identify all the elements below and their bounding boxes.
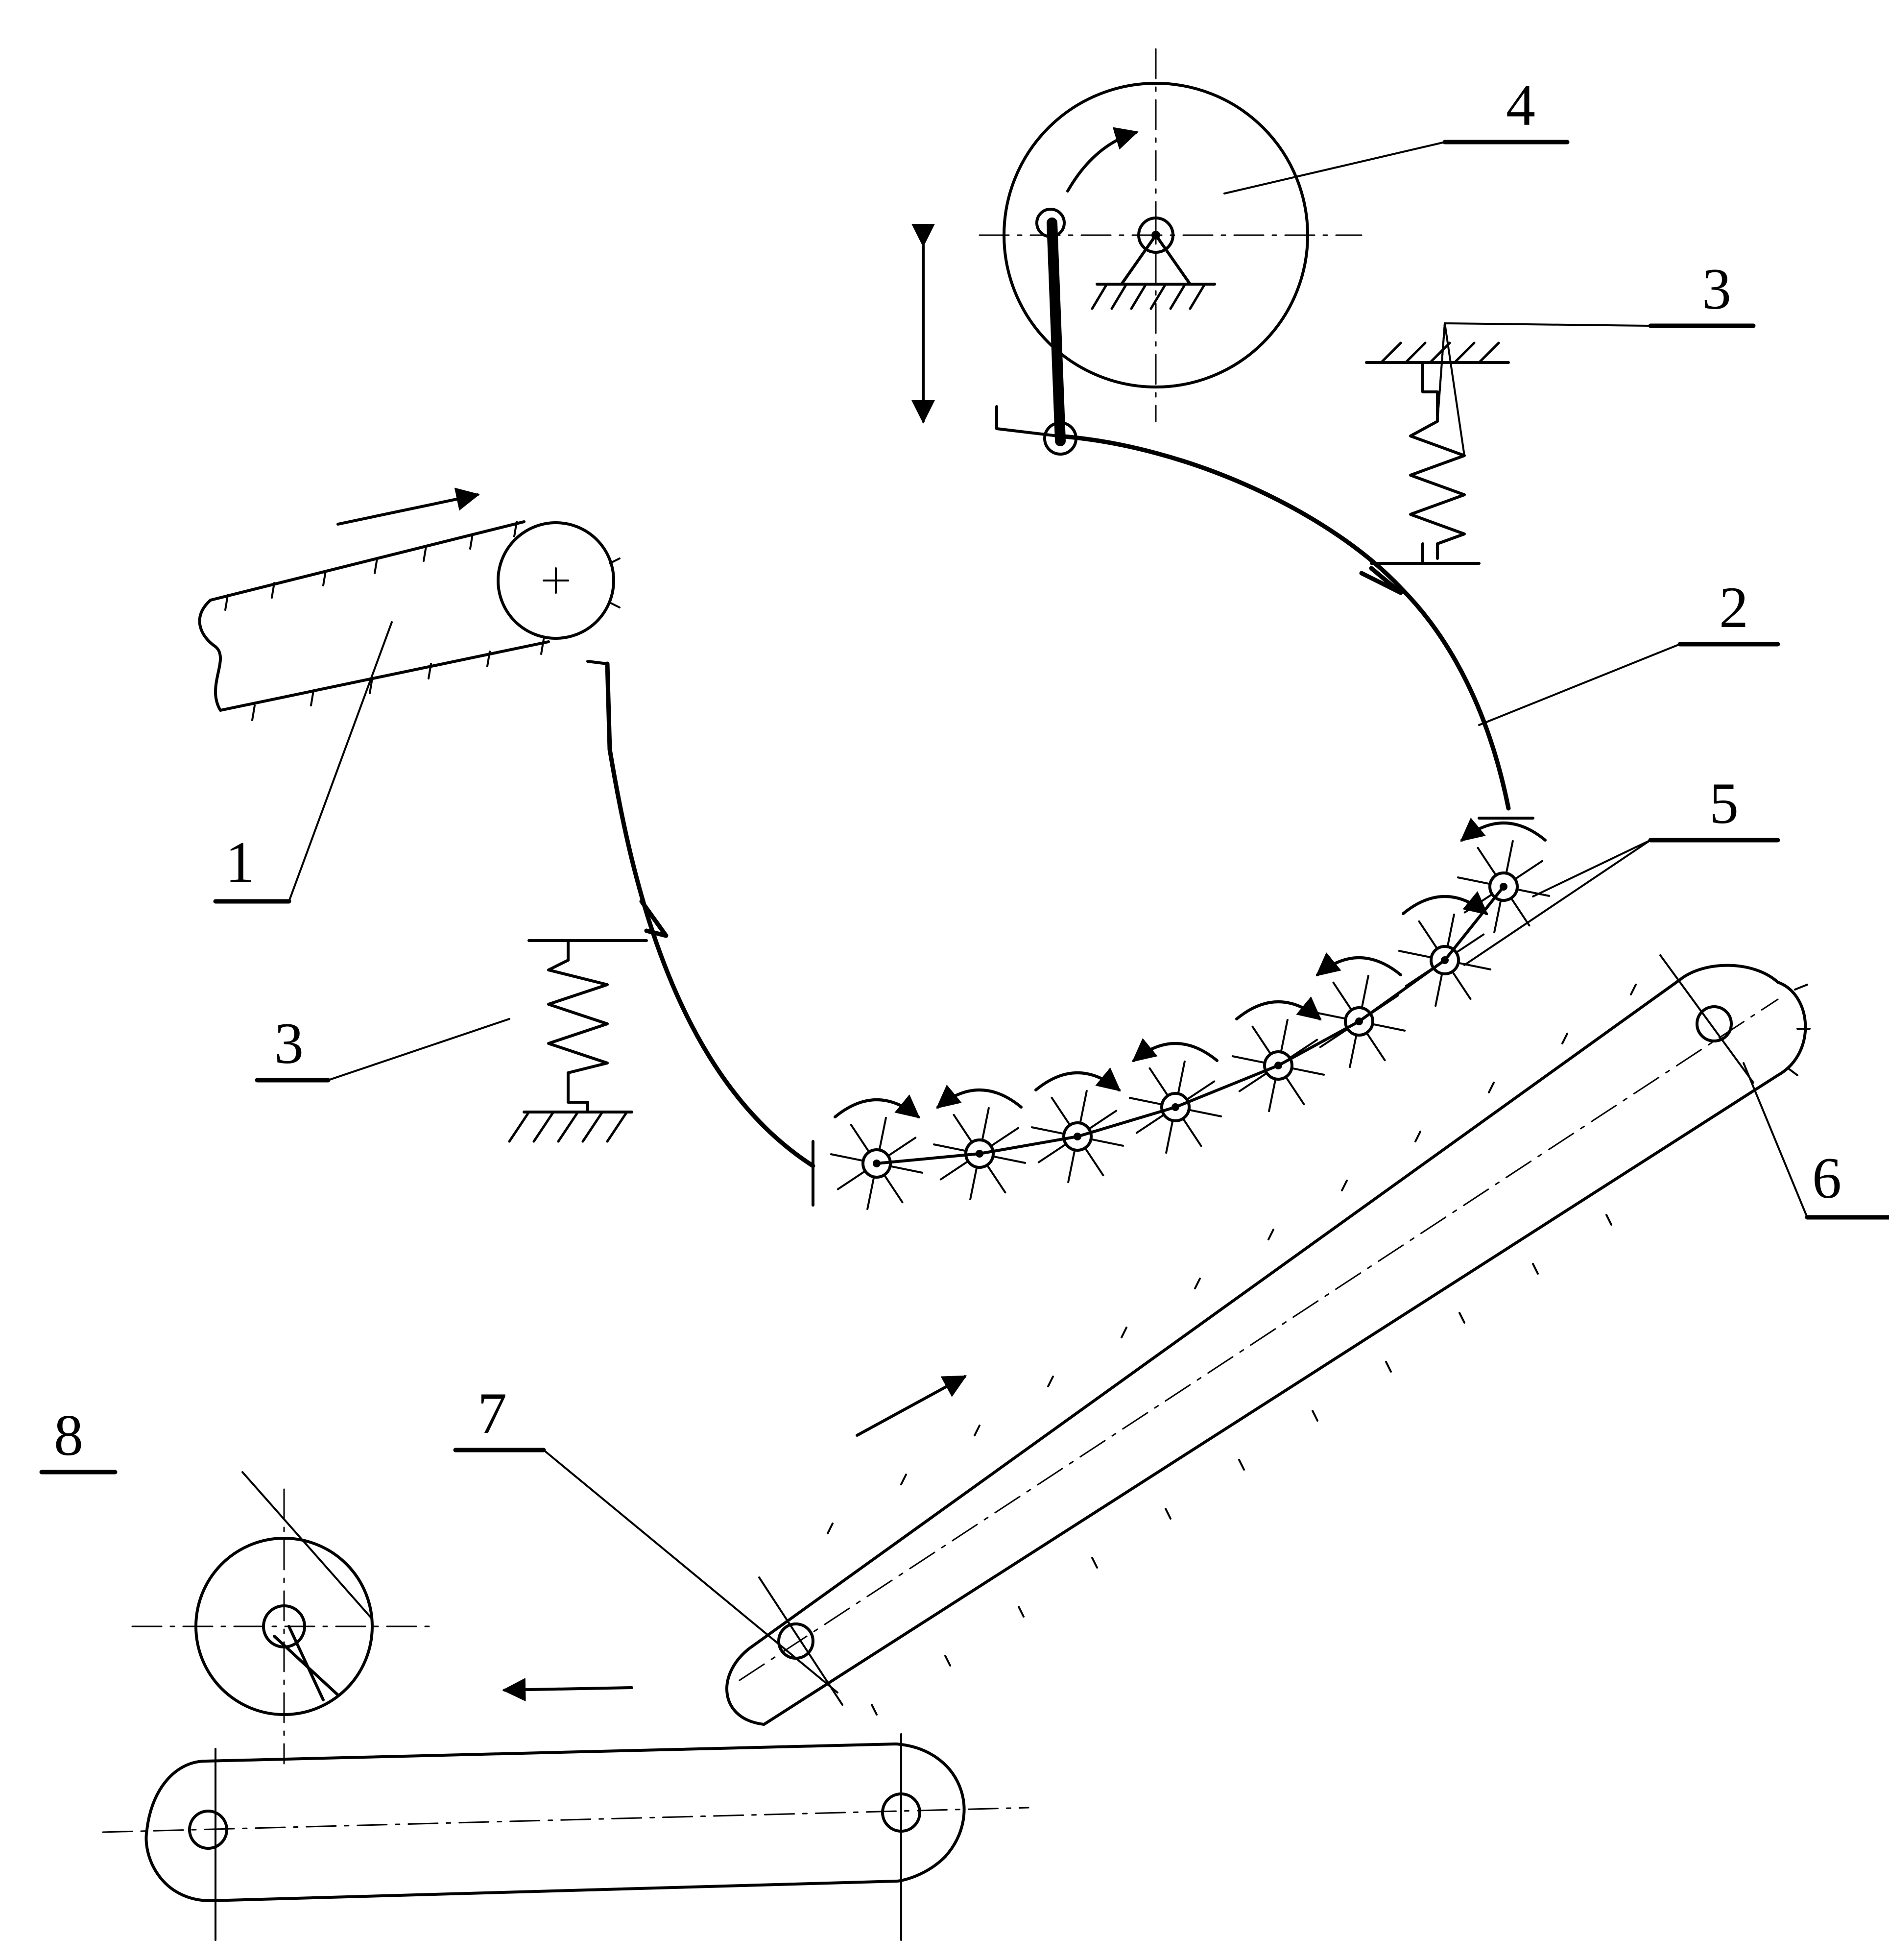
label-6: 6	[1812, 1145, 1841, 1210]
star-roller	[1312, 952, 1406, 1068]
rotation-arrow	[1315, 952, 1402, 977]
star-roller	[1398, 891, 1492, 1007]
star-rollers-5	[830, 818, 1551, 1210]
labels: 4 3 2 5 6 1 3 7 8	[54, 73, 1841, 1468]
star-roller	[933, 1085, 1027, 1201]
crank-disk-4	[911, 48, 1363, 456]
star-roller	[1128, 1038, 1222, 1154]
star-roller	[1457, 818, 1551, 934]
rotation-arrow	[936, 1085, 1023, 1109]
conveyor-6-cleats	[827, 984, 1811, 1716]
label-3-right: 3	[1702, 256, 1731, 321]
rotation-arrow	[1460, 818, 1547, 842]
star-roller	[1030, 1067, 1124, 1184]
rotation-arrow	[834, 1094, 920, 1119]
rotation-arrow	[1132, 1038, 1219, 1063]
conveyor-1-cleats	[224, 521, 621, 721]
label-3-left: 3	[274, 1011, 304, 1076]
conveyor-7	[102, 1678, 1029, 1941]
left-chute-wall	[586, 660, 815, 1207]
label-8: 8	[54, 1403, 83, 1468]
conveyor-1	[198, 487, 621, 721]
label-2: 2	[1719, 575, 1748, 640]
label-4: 4	[1506, 73, 1535, 138]
label-underlines	[39, 140, 1889, 1475]
label-1: 1	[225, 829, 255, 895]
label-5: 5	[1709, 771, 1739, 836]
star-roller	[830, 1094, 924, 1210]
rotation-arrow	[1402, 891, 1488, 916]
rotation-arrow	[1034, 1067, 1121, 1092]
spring-3-left	[508, 939, 648, 1143]
label-7: 7	[478, 1380, 507, 1446]
leader-lines	[241, 141, 1808, 1694]
rotation-arrow	[1235, 996, 1322, 1021]
spring-3-right	[1365, 341, 1510, 565]
roller-8	[131, 1488, 437, 1765]
conveyor-6	[725, 954, 1811, 1726]
chute-wall-2	[995, 405, 1534, 820]
star-roller	[1231, 996, 1325, 1113]
